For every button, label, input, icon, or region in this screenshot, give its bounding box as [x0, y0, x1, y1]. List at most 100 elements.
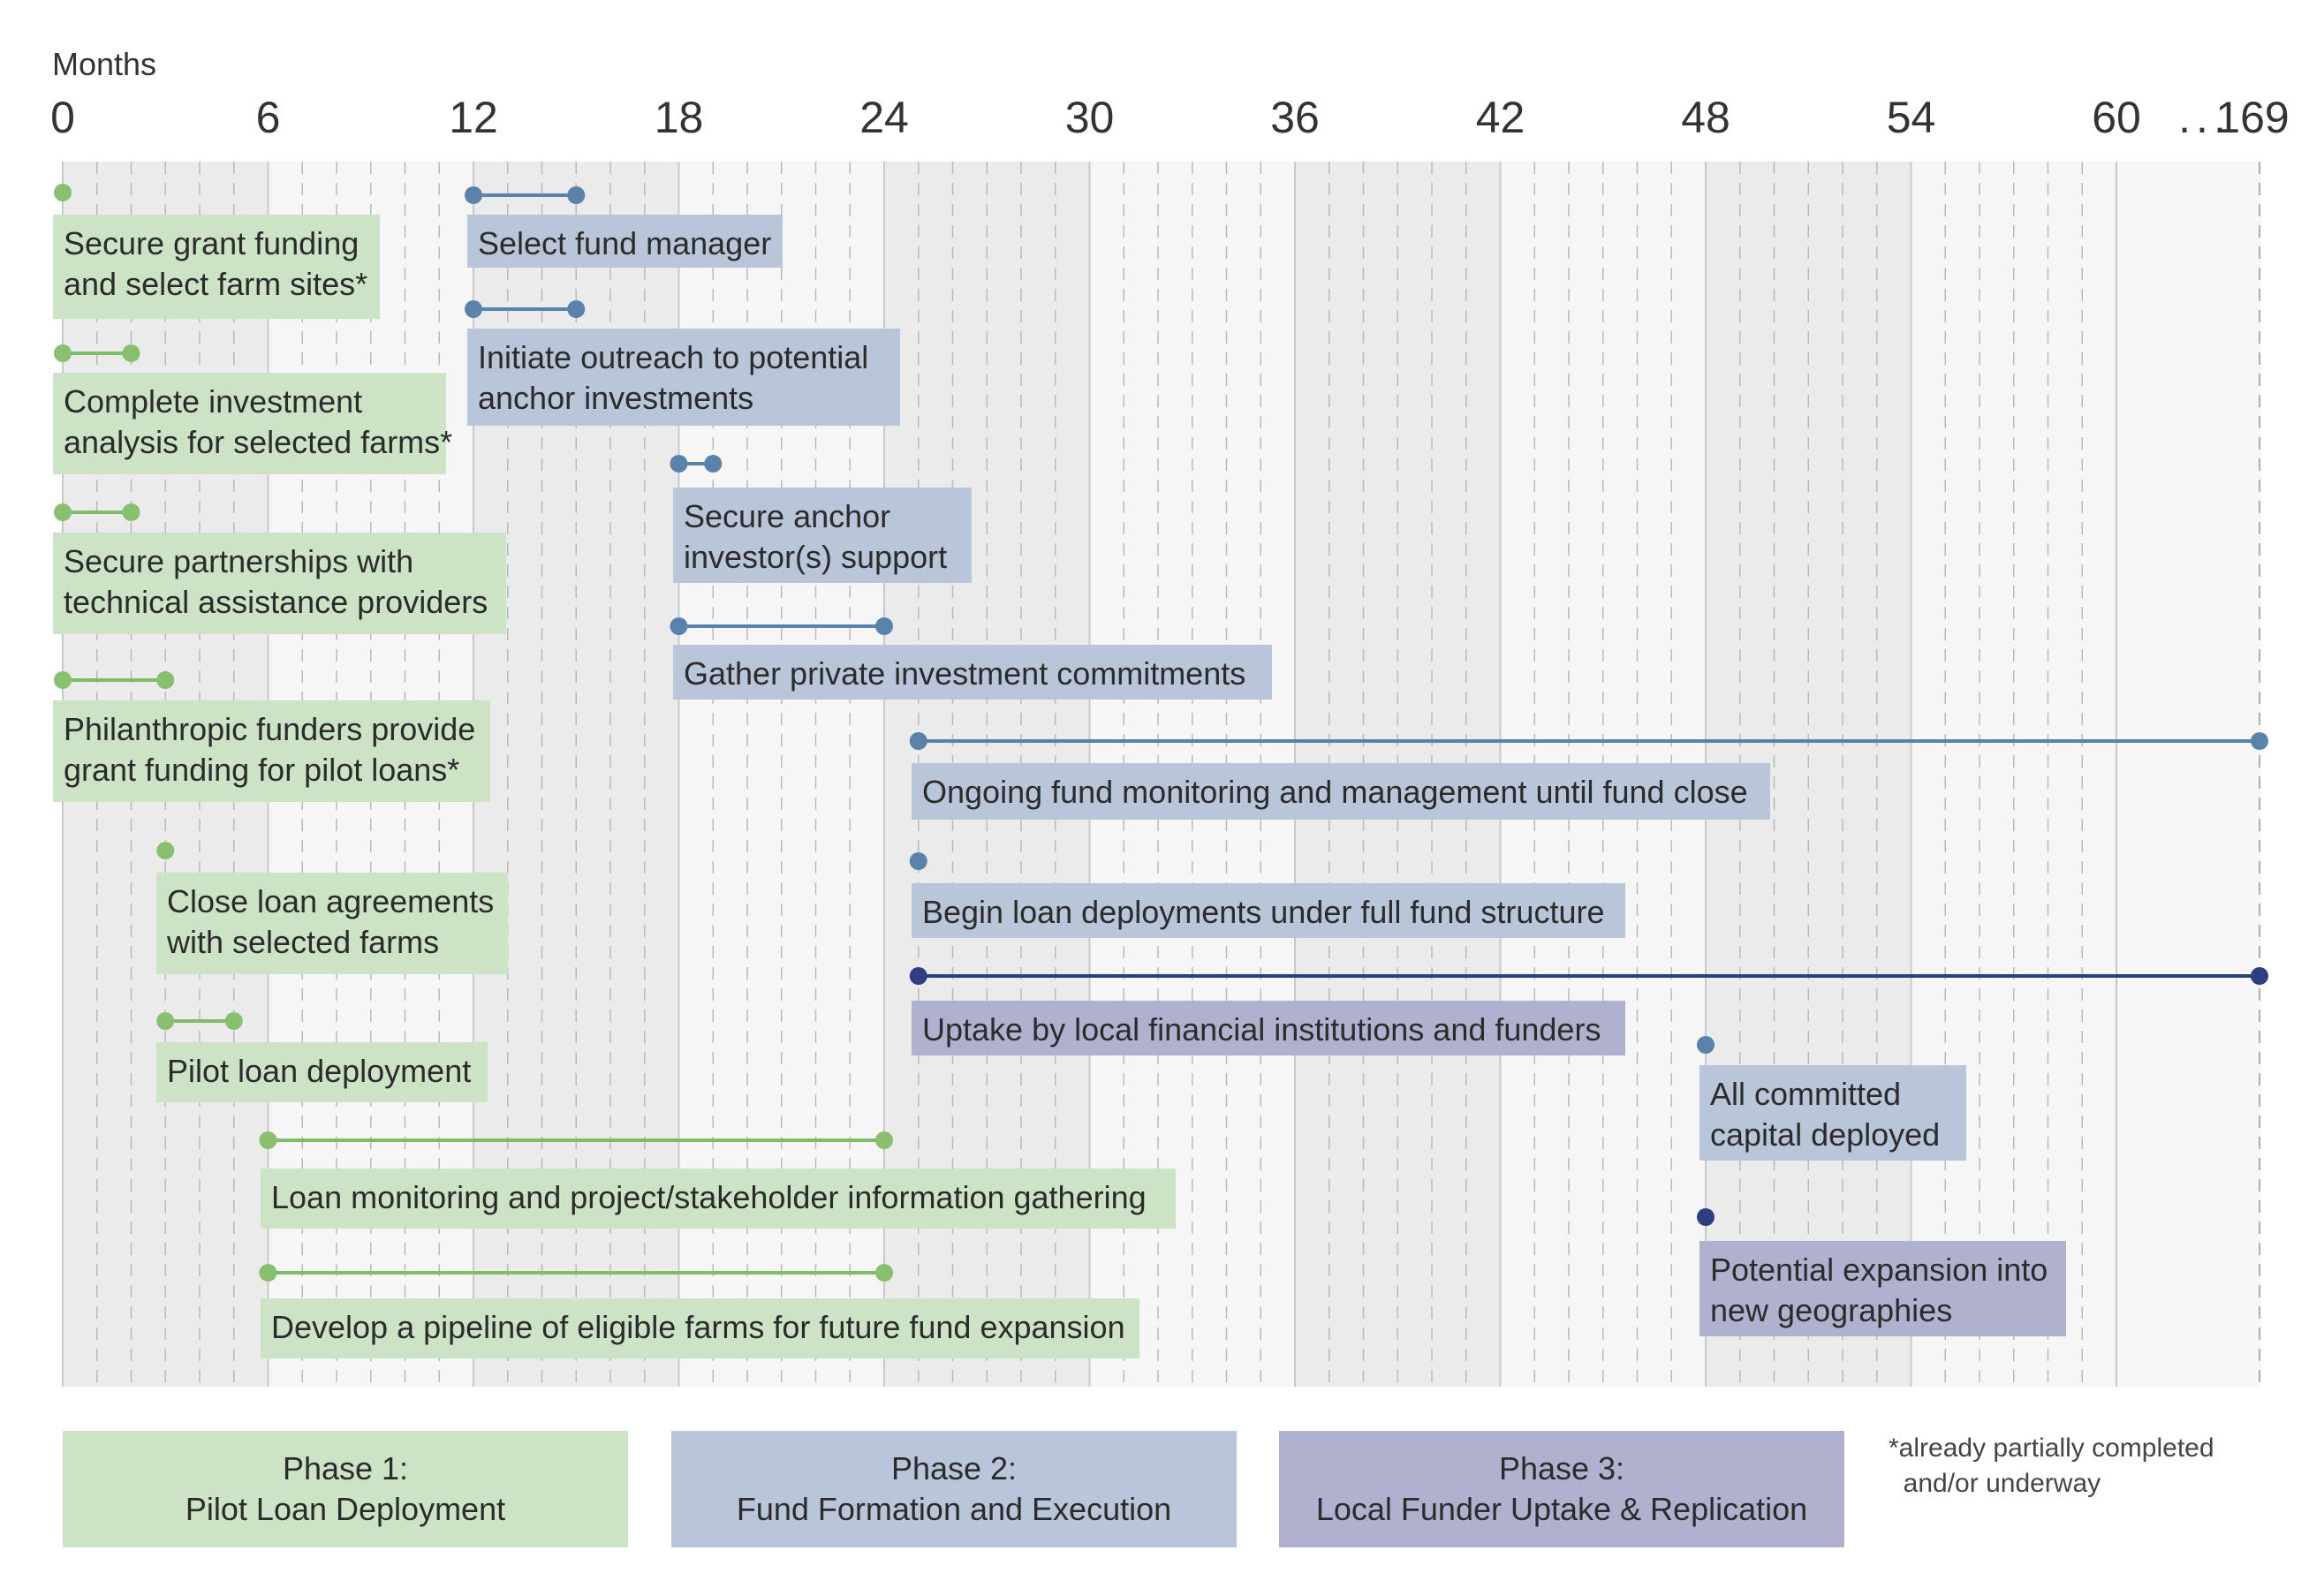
x-axis-label: Months — [52, 46, 157, 82]
task-label-line: Select fund manager — [478, 225, 772, 261]
legend-phase-2: Phase 2: Fund Formation and Execution — [671, 1431, 1237, 1547]
task-label-box: Philanthropic funders provide grant fundi… — [53, 700, 490, 802]
task-label-box: Develop a pipeline of eligible farms for… — [261, 1298, 1139, 1358]
task-end-marker — [567, 300, 586, 318]
task-label-box: Close loan agreements with selected farms — [156, 873, 508, 974]
task-label-box: Select fund manager — [467, 215, 783, 268]
task-label-line: Develop a pipeline of eligible farms for… — [271, 1309, 1125, 1345]
task-label-line: Uptake by local financial institutions a… — [922, 1011, 1601, 1048]
legend-phase-name: Local Funder Uptake & Replication — [1315, 1491, 1808, 1527]
task-label-line: Close loan agreements — [167, 883, 495, 919]
task-start-marker — [1697, 1036, 1715, 1054]
legend-phase-number: Phase 3: — [1498, 1450, 1625, 1486]
x-tick-label: 48 — [1681, 93, 1730, 142]
task-start-marker — [909, 967, 927, 985]
task-label-line: Secure grant funding — [64, 225, 360, 261]
task-start-marker — [909, 852, 927, 870]
footnote: *already partially completed and/or unde… — [1889, 1431, 2214, 1501]
x-tick-label: 36 — [1270, 93, 1320, 142]
task-start-marker — [54, 344, 72, 362]
task-end-marker — [224, 1012, 243, 1030]
task-end-marker — [875, 1131, 893, 1149]
task-label-line: Begin loan deployments under full fund s… — [922, 894, 1605, 930]
task-end-marker — [122, 344, 140, 362]
task-start-marker — [670, 617, 688, 635]
task-label-line: anchor investments — [478, 380, 754, 416]
legend-phase-1: Phase 1: Pilot Loan Deployment — [63, 1431, 628, 1547]
task-label-box: Secure anchor investor(s) support — [673, 488, 972, 583]
task-label-box: Pilot loan deployment — [156, 1042, 488, 1102]
task-label-line: Loan monitoring and project/stakeholder … — [271, 1179, 1147, 1215]
legend-phase-name: Pilot Loan Deployment — [185, 1491, 506, 1527]
legend-phase-3: Phase 3: Local Funder Uptake & Replicatio… — [1279, 1431, 1844, 1547]
x-tick-label: 30 — [1064, 93, 1115, 142]
x-tick-label: 169 — [2215, 93, 2290, 142]
x-tick-label: 60 — [2092, 93, 2141, 142]
task-label-box: Loan monitoring and project/stakeholder … — [261, 1169, 1176, 1229]
task-label-line: grant funding for pilot loans* — [64, 752, 460, 788]
task-end-marker — [875, 1264, 893, 1282]
task-start-marker — [54, 184, 72, 201]
task-label-line: Pilot loan deployment — [167, 1053, 472, 1089]
task-label-line: Complete investment — [64, 383, 363, 420]
task-end-marker — [122, 503, 140, 521]
task-start-marker — [54, 671, 72, 689]
task-label-box: Ongoing fund monitoring and management u… — [912, 763, 1770, 820]
x-tick-label: 12 — [449, 93, 498, 142]
task-label-line: technical assistance providers — [64, 584, 488, 620]
task-label-line: Secure partnerships with — [64, 543, 414, 579]
task-label-box: Uptake by local financial institutions a… — [912, 1001, 1625, 1055]
task-label-box: Gather private investment commitments — [673, 645, 1272, 700]
task-end-marker — [2251, 967, 2268, 985]
task-label-line: Ongoing fund monitoring and management u… — [922, 774, 1748, 810]
task-start-marker — [156, 1012, 175, 1030]
footnote-line-2: and/or underway — [1889, 1469, 2101, 1498]
x-tick-label: 54 — [1886, 93, 1936, 142]
task-label-box: Potential expansion into new geographies — [1699, 1241, 2066, 1336]
background-band — [2116, 162, 2261, 1387]
task-label-box: Secure partnerships with technical assist… — [53, 533, 506, 634]
task-end-marker — [2251, 732, 2268, 750]
task-label-line: investor(s) support — [684, 539, 948, 575]
task-end-marker — [704, 455, 723, 473]
task-start-marker — [1697, 1208, 1715, 1226]
task-label-line: Secure anchor — [684, 498, 891, 534]
task-start-marker — [909, 732, 927, 750]
task-start-marker — [259, 1264, 277, 1282]
x-tick-label: 18 — [654, 93, 704, 142]
task-end-marker — [156, 671, 175, 689]
task-label-box: Initiate outreach to potential anchor inv… — [467, 329, 900, 426]
task-end-marker — [875, 617, 893, 635]
task-label-line: analysis for selected farms* — [64, 424, 453, 460]
legend-phase-number: Phase 1: — [282, 1450, 409, 1486]
task-label-box: Begin loan deployments under full fund s… — [912, 883, 1625, 938]
task-start-marker — [465, 300, 482, 318]
legend-phase-name: Fund Formation and Execution — [736, 1491, 1172, 1527]
task-end-marker — [567, 186, 586, 204]
task-start-marker — [54, 503, 72, 521]
task-label-box: Secure grant funding and select farm site… — [53, 215, 380, 319]
task-label-line: Initiate outreach to potential — [478, 339, 869, 375]
task-label-line: Potential expansion into — [1710, 1252, 2048, 1288]
task-start-marker — [465, 186, 482, 204]
task-label-line: with selected farms — [167, 924, 440, 960]
task-label-line: Gather private investment commitments — [684, 655, 1246, 692]
task-label-line: new geographies — [1710, 1292, 1953, 1328]
x-tick-label: 6 — [255, 93, 281, 142]
task-label-line: and select farm sites* — [64, 266, 368, 302]
x-tick-label: 24 — [859, 93, 909, 142]
task-label-line: Philanthropic funders provide — [64, 711, 476, 747]
x-tick-label: ... — [2178, 93, 2231, 142]
task-label-box: Complete investment analysis for selected… — [53, 373, 453, 474]
task-label-line: capital deployed — [1710, 1116, 1941, 1153]
x-tick-label: 42 — [1475, 93, 1525, 142]
task-start-marker — [156, 842, 175, 859]
task-start-marker — [259, 1131, 277, 1149]
task-label-line: All committed — [1710, 1076, 1902, 1112]
legend-phase-number: Phase 2: — [890, 1450, 1018, 1486]
x-tick-label: 0 — [50, 93, 75, 142]
task-label-box: All committed capital deployed — [1699, 1065, 1966, 1161]
task-start-marker — [670, 455, 688, 473]
footnote-line-1: *already partially completed — [1889, 1433, 2214, 1463]
